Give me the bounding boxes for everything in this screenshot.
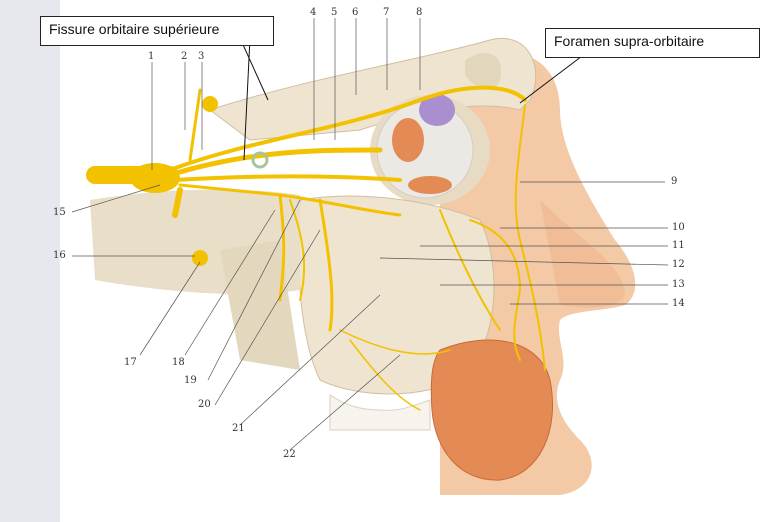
leader-lines — [71, 18, 669, 451]
label-7: 7 — [383, 7, 390, 18]
label-13: 13 — [672, 279, 685, 290]
ciliary-ganglion — [251, 151, 269, 169]
nerve-blob — [202, 96, 218, 112]
eye-muscle-lower — [408, 176, 452, 194]
nose — [540, 200, 625, 308]
label-8: 8 — [416, 7, 423, 18]
background-shadow — [0, 0, 60, 522]
label-11: 11 — [672, 240, 685, 251]
callout-superior-orbital-fissure: Fissure orbitaire supérieure — [40, 16, 274, 46]
orbicularis-oris-muscle — [430, 339, 554, 481]
label-20: 20 — [198, 399, 211, 410]
label-3: 3 — [198, 51, 205, 62]
callout-pointers — [239, 37, 591, 161]
label-19: 19 — [184, 375, 197, 386]
label-12: 12 — [672, 259, 685, 270]
eye-muscle-upper — [392, 118, 424, 162]
label-14: 14 — [672, 298, 685, 309]
label-5: 5 — [331, 7, 338, 18]
label-18: 18 — [172, 357, 185, 368]
label-15: 15 — [53, 207, 66, 218]
label-10: 10 — [672, 222, 685, 233]
label-2: 2 — [181, 51, 188, 62]
label-21: 21 — [232, 423, 245, 434]
label-9: 9 — [671, 176, 678, 187]
label-1: 1 — [148, 51, 155, 62]
label-6: 6 — [352, 7, 359, 18]
trigeminal-ganglion — [130, 163, 180, 193]
label-16: 16 — [53, 250, 66, 261]
teeth — [329, 394, 431, 431]
callout-supraorbital-foramen: Foramen supra-orbitaire — [545, 28, 760, 58]
label-17: 17 — [124, 357, 137, 368]
pterygoid — [220, 240, 300, 370]
frontal-sinus — [465, 52, 501, 90]
label-4: 4 — [310, 7, 317, 18]
label-22: 22 — [283, 449, 296, 460]
lacrimal-gland — [419, 94, 455, 126]
nerve-blob-lower — [192, 250, 208, 266]
